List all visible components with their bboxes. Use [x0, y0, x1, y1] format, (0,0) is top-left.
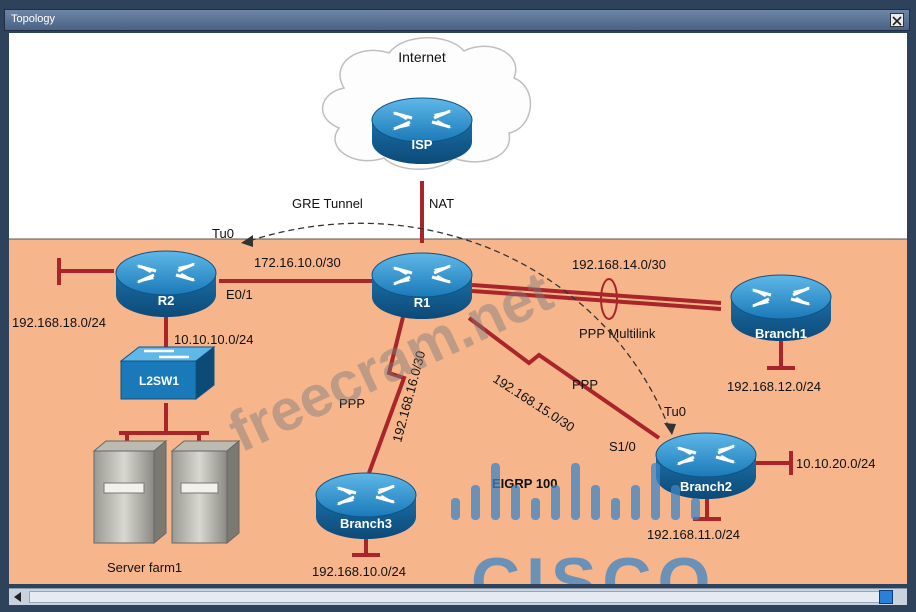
ppp-multilink-label: PPP Multilink: [579, 326, 656, 341]
close-icon: [892, 16, 902, 26]
scroll-left-icon[interactable]: [11, 590, 25, 604]
r2-lan-label: 192.168.18.0/24: [12, 315, 106, 330]
arrow-icon: [241, 235, 253, 247]
branch1-lan-label: 192.168.12.0/24: [727, 379, 821, 394]
window-title: Topology: [11, 13, 56, 25]
ppp-branch3-label: PPP: [339, 396, 365, 411]
gre-tunnel-path: [248, 222, 670, 429]
r1-branch1-network-label: 192.168.14.0/30: [572, 257, 666, 272]
r1-label: R1: [414, 295, 431, 310]
branch2-label: Branch2: [680, 479, 732, 494]
branch3-lan-label: 192.168.10.0/24: [312, 564, 406, 579]
horizontal-scrollbar[interactable]: [9, 588, 907, 605]
server-icon: [92, 439, 168, 545]
tu0-branch2-label: Tu0: [664, 404, 686, 419]
nat-label: NAT: [429, 196, 454, 211]
gre-tunnel-label: GRE Tunnel: [292, 196, 363, 211]
e01-interface-label: E0/1: [226, 287, 253, 302]
server-icon: [170, 439, 241, 545]
switch-network-label: 10.10.10.0/24: [174, 332, 254, 347]
topology-diagram: Internet: [9, 33, 907, 584]
branch2-lan1-label: 10.10.20.0/24: [796, 456, 876, 471]
r2-label: R2: [158, 293, 175, 308]
link-r1-branch1-a: [471, 283, 722, 305]
l2sw1-label: L2SW1: [139, 374, 179, 388]
router-isp[interactable]: [370, 96, 474, 166]
scroll-thumb[interactable]: [29, 591, 881, 603]
multilink-bundle: [600, 278, 618, 320]
branch2-lan2-label: 192.168.11.0/24: [647, 527, 740, 542]
link-r1-branch2: [467, 316, 661, 440]
r1-r2-network-label: 172.16.10.0/30: [254, 255, 341, 270]
link-r1-branch3: [367, 312, 407, 474]
link-r1-branch1-b: [471, 289, 722, 311]
diagram-canvas: Internet: [9, 33, 907, 584]
tu0-r2-label: Tu0: [212, 226, 234, 241]
ppp-branch2-label: PPP: [572, 377, 598, 392]
branch3-label: Branch3: [340, 516, 392, 531]
server-farm-label: Server farm1: [107, 560, 182, 575]
cloud-label: Internet: [398, 49, 446, 65]
eigrp-label: EIGRP 100: [492, 476, 558, 491]
cisco-logo-text: CISCO: [471, 544, 716, 584]
s10-interface-label: S1/0: [609, 439, 636, 454]
arrow-icon: [664, 423, 676, 435]
isp-label: ISP: [412, 137, 433, 152]
title-bar: Topology: [4, 9, 910, 31]
cisco-logo: [451, 463, 700, 520]
branch1-label: Branch1: [755, 326, 807, 341]
scroll-right-button[interactable]: [879, 590, 893, 604]
close-button[interactable]: [890, 13, 904, 27]
switch-l2sw1[interactable]: [119, 345, 216, 401]
